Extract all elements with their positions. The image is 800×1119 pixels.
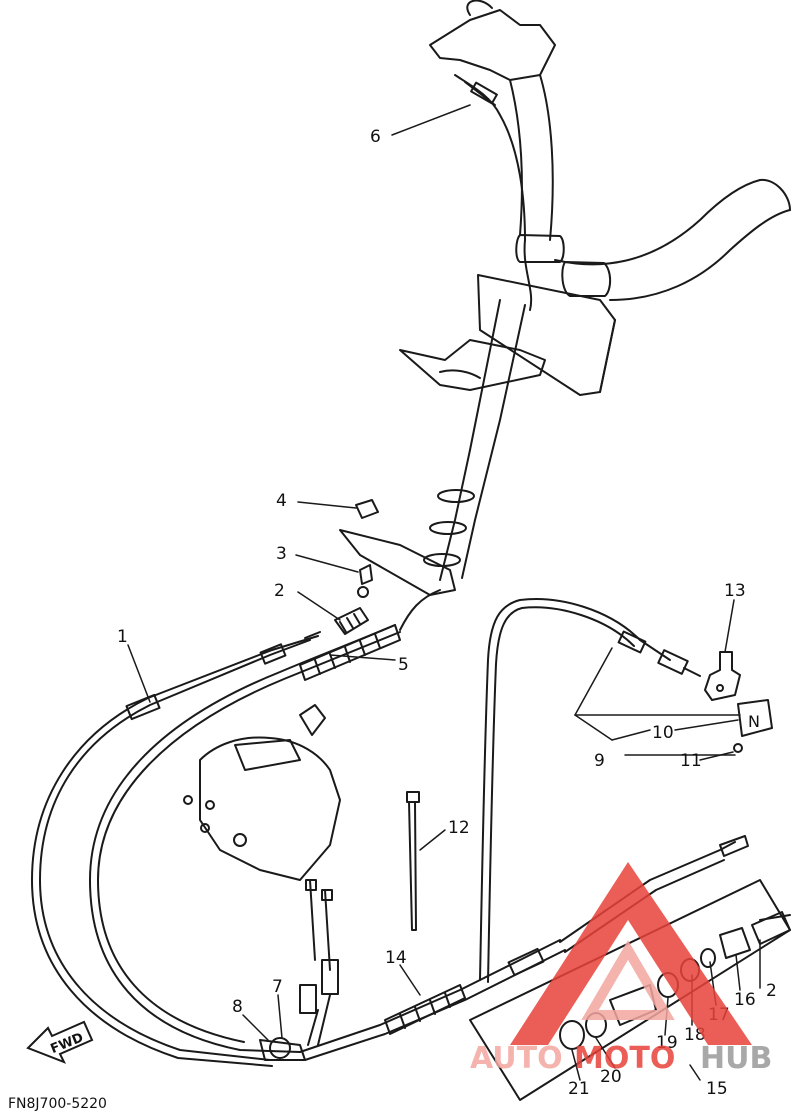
callout-6: 6 <box>370 127 381 147</box>
carburetor-sketch <box>183 704 341 1014</box>
neutral-plate-letter: N <box>748 712 760 731</box>
watermark-text-hub: HUB <box>700 1041 772 1076</box>
neutral-plate-parts <box>704 651 773 753</box>
callout-4: 4 <box>276 491 287 511</box>
watermark-logo: AUTO MOTO HUB <box>470 862 772 1076</box>
callout-10: 10 <box>652 723 674 743</box>
callout-12: 12 <box>448 818 470 838</box>
callout-14: 14 <box>385 948 407 968</box>
watermark-triangle-inner <box>581 940 675 1020</box>
callout-20: 20 <box>600 1067 622 1087</box>
callout-11: 11 <box>680 751 702 771</box>
callout-3: 3 <box>276 544 287 564</box>
callout-19: 19 <box>656 1033 678 1053</box>
callout-16: 16 <box>734 990 756 1010</box>
callout-5: 5 <box>398 655 409 675</box>
cable-tie-12 <box>406 791 420 931</box>
callout-9: 9 <box>594 751 605 771</box>
callout-15: 15 <box>706 1079 728 1099</box>
callout-1: 1 <box>117 627 128 647</box>
small-parts-upper <box>334 499 379 635</box>
watermark-text-moto: MOTO <box>574 1041 675 1076</box>
cable-5 <box>89 589 441 1053</box>
cable-9 <box>479 598 701 983</box>
cable-1 <box>31 631 321 1067</box>
callout-7: 7 <box>272 977 283 997</box>
throttle-cable-upper <box>454 74 533 311</box>
callout-2: 2 <box>274 581 285 601</box>
watermark-triangle-outer <box>510 862 752 1045</box>
callout-13: 13 <box>724 581 746 601</box>
callout-21: 21 <box>568 1079 590 1099</box>
part-code: FN8J700-5220 <box>8 1096 107 1112</box>
callout-8: 8 <box>232 997 243 1017</box>
fwd-arrow: FWD <box>26 1020 94 1064</box>
callout-2b: 2 <box>766 981 777 1001</box>
handlebar-assembly <box>339 0 791 596</box>
watermark-text-auto: AUTO <box>470 1041 563 1076</box>
leader-lines <box>127 104 761 1081</box>
